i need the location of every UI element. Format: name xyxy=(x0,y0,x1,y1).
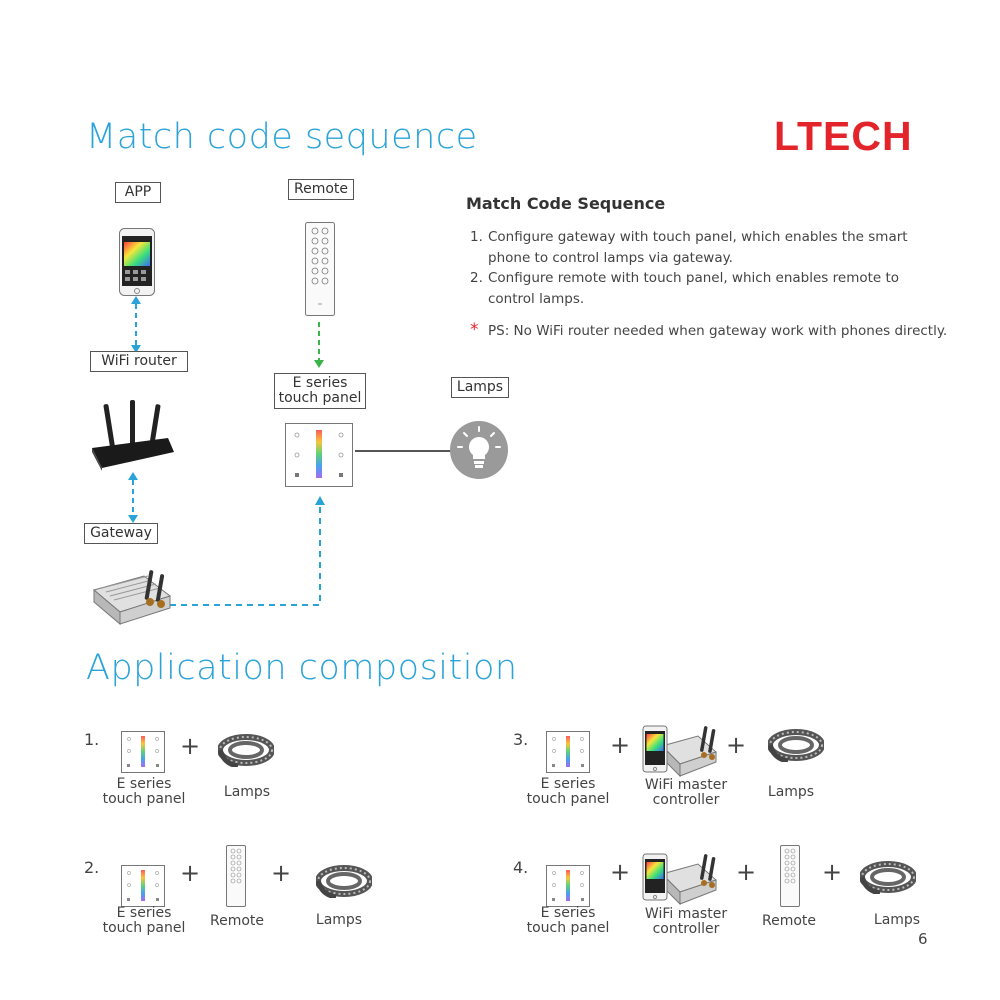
step-text: Configure remote with touch panel, which… xyxy=(488,270,900,307)
step-number: 2. xyxy=(470,270,483,286)
page-number: 6 xyxy=(918,930,928,948)
lamps-label: Lamps xyxy=(767,784,815,800)
lamps-label: Lamps xyxy=(223,784,271,800)
plus-icon: + xyxy=(271,859,292,887)
wifi-master-controller-icon xyxy=(642,724,718,780)
application-composition-title: Application composition xyxy=(86,648,518,688)
ps-note: * PS: No WiFi router needed when gateway… xyxy=(470,320,950,342)
plus-icon: + xyxy=(610,731,631,759)
plus-icon: + xyxy=(822,858,843,886)
led-strip-icon xyxy=(218,733,274,767)
wifi-controller-label-line2: controller xyxy=(652,921,720,937)
wifi-master-controller-icon xyxy=(642,852,718,908)
panel-label-line1: E series xyxy=(116,905,172,921)
touch-panel-label: E series touch panel xyxy=(274,373,366,409)
gateway-icon xyxy=(92,570,172,626)
step-text: Configure gateway with touch panel, whic… xyxy=(488,229,908,266)
panel-label-line1: E series xyxy=(116,776,172,792)
match-code-title: Match code sequence xyxy=(86,117,478,157)
step-item: 1. Configure gateway with touch panel, wh… xyxy=(470,227,950,268)
composition-2-number: 2. xyxy=(84,858,100,877)
step-number: 1. xyxy=(470,229,483,245)
match-code-heading: Match Code Sequence xyxy=(466,194,666,213)
touch-panel-label-line2: touch panel xyxy=(278,390,362,406)
remote-icon xyxy=(305,222,335,316)
asterisk-icon: * xyxy=(470,320,479,340)
remote-label: Remote xyxy=(761,913,817,929)
app-label: APP xyxy=(115,182,161,203)
panel-label: E series touch panel xyxy=(518,777,618,807)
composition-3-number: 3. xyxy=(513,730,529,749)
touch-panel-icon xyxy=(546,731,590,773)
panel-label-line1: E series xyxy=(540,776,596,792)
wifi-controller-label-line1: WiFi master xyxy=(644,906,728,922)
plus-icon: + xyxy=(736,858,757,886)
ltech-logo: LTECH xyxy=(774,113,913,159)
composition-4-number: 4. xyxy=(513,858,529,877)
touch-panel-icon xyxy=(546,865,590,907)
panel-label-line2: touch panel xyxy=(526,791,610,807)
plus-icon: + xyxy=(726,731,747,759)
plus-icon: + xyxy=(610,858,631,886)
remote-label: Remote xyxy=(288,179,354,200)
touch-panel-icon xyxy=(121,865,165,907)
lamps-label: Lamps xyxy=(873,912,921,928)
touch-panel-label-line1: E series xyxy=(292,375,348,391)
gateway-label: Gateway xyxy=(84,523,158,544)
panel-label-line2: touch panel xyxy=(102,920,186,936)
lamps-label: Lamps xyxy=(315,912,363,928)
wifi-controller-label-line2: controller xyxy=(652,792,720,808)
touch-panel-icon xyxy=(121,731,165,773)
led-strip-icon xyxy=(316,864,372,898)
panel-label: E series touch panel xyxy=(94,906,194,936)
composition-1-number: 1. xyxy=(84,730,100,749)
wifi-router-label: WiFi router xyxy=(90,351,188,372)
router-icon xyxy=(92,400,174,471)
match-code-steps: 1. Configure gateway with touch panel, wh… xyxy=(470,227,950,309)
remote-label: Remote xyxy=(209,913,265,929)
panel-label: E series touch panel xyxy=(518,906,618,936)
panel-label: E series touch panel xyxy=(94,777,194,807)
wifi-controller-label: WiFi master controller xyxy=(634,907,738,937)
smartphone-icon xyxy=(119,228,155,296)
wifi-controller-label: WiFi master controller xyxy=(634,778,738,808)
touch-panel-icon xyxy=(285,423,353,487)
wifi-controller-label-line1: WiFi master xyxy=(644,777,728,793)
remote-icon xyxy=(226,845,246,907)
led-strip-icon xyxy=(768,728,824,762)
diagram-connectors xyxy=(128,296,452,606)
ps-text: PS: No WiFi router needed when gateway w… xyxy=(488,323,948,339)
panel-label-line2: touch panel xyxy=(102,791,186,807)
step-item: 2. Configure remote with touch panel, whi… xyxy=(470,268,950,309)
led-strip-icon xyxy=(860,860,916,894)
panel-label-line2: touch panel xyxy=(526,920,610,936)
lamps-label: Lamps xyxy=(451,377,509,398)
plus-icon: + xyxy=(180,732,201,760)
lightbulb-icon xyxy=(450,421,508,479)
remote-icon xyxy=(780,845,800,907)
plus-icon: + xyxy=(180,859,201,887)
panel-label-line1: E series xyxy=(540,905,596,921)
